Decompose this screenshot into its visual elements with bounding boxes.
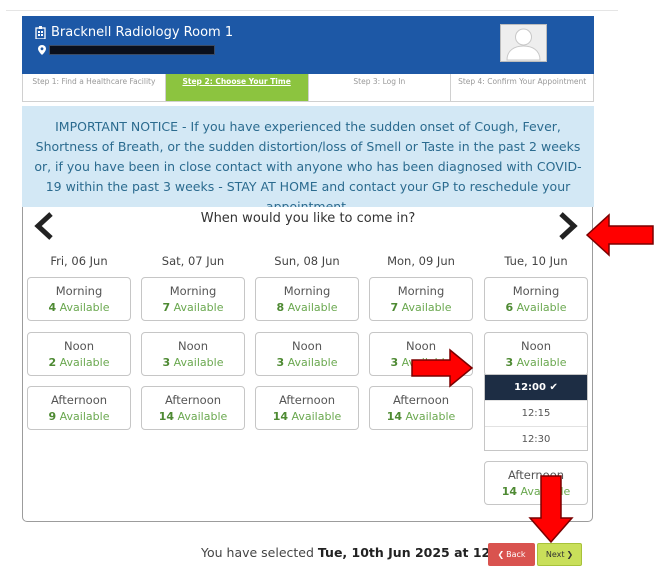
back-button[interactable]: ❮ Back	[488, 543, 535, 566]
next-week-chevron-icon[interactable]	[556, 212, 580, 240]
user-avatar[interactable]	[500, 24, 547, 62]
slot-fri-afternoon[interactable]: Afternoon 9 Available	[27, 386, 131, 430]
next-button[interactable]: Next ❯	[537, 543, 582, 566]
step-confirm-appointment[interactable]: Step 4: Confirm Your Appointment	[451, 74, 594, 101]
time-option-1200[interactable]: 12:00 ✔	[485, 375, 587, 400]
chevron-left-icon: ❮	[497, 550, 505, 559]
day-label-sat: Sat, 07 Jun	[161, 254, 225, 268]
step-find-facility[interactable]: Step 1: Find a Healthcare Facility	[22, 74, 166, 101]
step-log-in[interactable]: Step 3: Log In	[309, 74, 452, 101]
slot-fri-noon[interactable]: Noon 2 Available	[27, 332, 131, 376]
slot-sun-morning[interactable]: Morning 8 Available	[255, 277, 359, 321]
time-option-1230[interactable]: 12:30	[485, 426, 587, 452]
facility-address	[38, 45, 215, 55]
slot-sun-afternoon[interactable]: Afternoon 14 Available	[255, 386, 359, 430]
schedule-question: When would you like to come in?	[200, 211, 416, 226]
slot-sat-morning[interactable]: Morning 7 Available	[141, 277, 245, 321]
step-choose-time[interactable]: Step 2: Choose Your Time	[165, 74, 309, 101]
user-avatar-icon	[506, 28, 541, 61]
previous-week-chevron-icon[interactable]	[32, 212, 56, 240]
top-divider	[6, 10, 618, 11]
day-label-fri: Fri, 06 Jun	[50, 254, 108, 268]
slot-tue-noon[interactable]: Noon 3 Available	[484, 332, 588, 376]
booking-steps: Step 1: Find a Healthcare Facility Step …	[22, 74, 594, 102]
day-label-tue: Tue, 10 Jun	[504, 254, 568, 268]
selection-summary: You have selected Tue, 10th Jun 2025 at …	[201, 545, 513, 560]
time-option-1215[interactable]: 12:15	[485, 400, 587, 426]
slot-sat-afternoon[interactable]: Afternoon 14 Available	[141, 386, 245, 430]
map-pin-icon	[38, 45, 46, 55]
covid-notice: IMPORTANT NOTICE - If you have experienc…	[22, 106, 594, 214]
slot-sun-noon[interactable]: Noon 3 Available	[255, 332, 359, 376]
chevron-right-icon: ❯	[566, 550, 574, 559]
facility-name: Bracknell Radiology Room 1	[51, 25, 234, 40]
day-label-sun: Sun, 08 Jun	[274, 254, 340, 268]
selected-datetime: Tue, 10th Jun 2025 at 12:00	[317, 545, 513, 560]
slot-sat-noon[interactable]: Noon 3 Available	[141, 332, 245, 376]
slot-mon-noon[interactable]: Noon 3 Available	[369, 332, 473, 376]
redacted-address	[49, 45, 215, 55]
annotation-arrow-left-icon	[585, 213, 654, 257]
facility-title: Bracknell Radiology Room 1	[34, 25, 233, 40]
slot-fri-morning[interactable]: Morning 4 Available	[27, 277, 131, 321]
hospital-icon	[35, 26, 46, 39]
facility-header: Bracknell Radiology Room 1	[22, 16, 594, 74]
noon-time-list: 12:00 ✔ 12:15 12:30	[484, 374, 588, 451]
slot-tue-morning[interactable]: Morning 6 Available	[484, 277, 588, 321]
slot-mon-afternoon[interactable]: Afternoon 14 Available	[369, 386, 473, 430]
slot-mon-morning[interactable]: Morning 7 Available	[369, 277, 473, 321]
day-label-mon: Mon, 09 Jun	[387, 254, 455, 268]
slot-tue-afternoon[interactable]: Afternoon 14 Available	[484, 461, 588, 505]
